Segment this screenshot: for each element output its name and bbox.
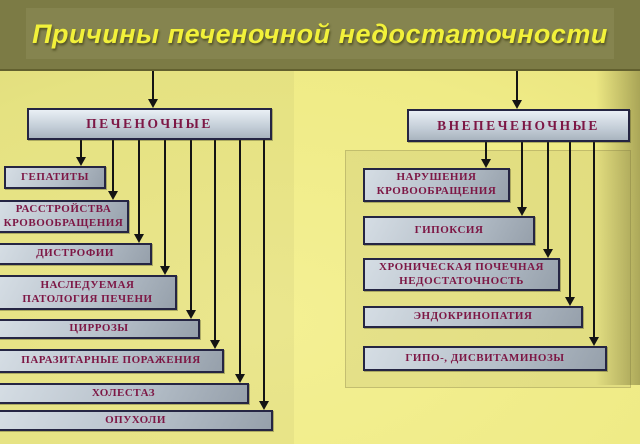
cause-box-hypo-dysvitaminoses: ГИПО-, ДИСВИТАМИНОЗЫ bbox=[363, 346, 607, 371]
cause-label: ЭНДОКРИНОПАТИЯ bbox=[413, 310, 533, 323]
arrow-left-5 bbox=[186, 140, 196, 319]
cause-box-cholestasis: ХОЛЕСТАЗ bbox=[0, 383, 249, 404]
cause-box-hereditary-liver-pathology: НАСЛЕДУЕМАЯ ПАТОЛОГИЯ ПЕЧЕНИ bbox=[0, 275, 177, 310]
left-header-box: ПЕЧЕНОЧНЫЕ bbox=[27, 108, 272, 140]
arrow-left-8 bbox=[259, 140, 269, 410]
arrow-to-left-header bbox=[148, 68, 158, 108]
arrow-left-4 bbox=[160, 140, 170, 275]
title-banner: Причины печеночной недостаточности bbox=[0, 0, 640, 71]
cause-box-tumors: ОПУХОЛИ bbox=[0, 410, 273, 431]
cause-box-hepatitis: ГЕПАТИТЫ bbox=[4, 166, 106, 189]
arrow-left-2 bbox=[108, 140, 118, 200]
cause-label: ДИСТРОФИИ bbox=[36, 247, 114, 260]
title-banner-inner bbox=[26, 8, 614, 59]
arrow-to-right-header bbox=[512, 68, 522, 109]
cause-box-dystrophies: ДИСТРОФИИ bbox=[0, 243, 152, 265]
cause-label: НАСЛЕДУЕМАЯ ПАТОЛОГИЯ ПЕЧЕНИ bbox=[22, 278, 153, 305]
cause-label: ХОЛЕСТАЗ bbox=[91, 386, 156, 399]
cause-label: ГЕПАТИТЫ bbox=[21, 170, 89, 183]
cause-label: ГИПОКСИЯ bbox=[414, 223, 484, 236]
arrow-left-7 bbox=[235, 140, 245, 383]
right-header-box: ВНЕПЕЧЕНОЧНЫЕ bbox=[407, 109, 630, 142]
arrow-right-1 bbox=[481, 142, 491, 168]
cause-box-cirrhosis: ЦИРРОЗЫ bbox=[0, 319, 200, 339]
cause-label: РАССТРОЙСТВА КРОВООБРАЩЕНИЯ bbox=[3, 202, 124, 229]
arrow-right-4 bbox=[565, 142, 575, 306]
arrow-left-6 bbox=[210, 140, 220, 349]
cause-box-circulation-disturbances: НАРУШЕНИЯ КРОВООБРАЩЕНИЯ bbox=[363, 168, 510, 202]
arrow-left-3 bbox=[134, 140, 144, 243]
slide-title: Причины печеночной недостаточности bbox=[32, 19, 608, 49]
cause-label: НАРУШЕНИЯ КРОВООБРАЩЕНИЯ bbox=[376, 171, 497, 197]
cause-label: ГИПО-, ДИСВИТАМИНОЗЫ bbox=[405, 351, 565, 364]
cause-label: ЦИРРОЗЫ bbox=[69, 322, 129, 335]
right-header-label: ВНЕПЕЧЕНОЧНЫЕ bbox=[437, 117, 600, 133]
arrow-left-1 bbox=[76, 140, 86, 166]
left-header-label: ПЕЧЕНОЧНЫЕ bbox=[86, 116, 213, 131]
cause-box-hypoxia: ГИПОКСИЯ bbox=[363, 216, 535, 245]
cause-box-endocrinopathy: ЭНДОКРИНОПАТИЯ bbox=[363, 306, 583, 328]
arrow-right-3 bbox=[543, 142, 553, 258]
cause-box-chronic-renal-failure: ХРОНИЧЕСКАЯ ПОЧЕЧНАЯ НЕДОСТАТОЧНОСТЬ bbox=[363, 258, 560, 291]
cause-label: ПАРАЗИТАРНЫЕ ПОРАЖЕНИЯ bbox=[21, 354, 201, 367]
cause-label: ОПУХОЛИ bbox=[105, 413, 166, 426]
cause-label: ХРОНИЧЕСКАЯ ПОЧЕЧНАЯ НЕДОСТАТОЧНОСТЬ bbox=[379, 260, 544, 287]
cause-box-parasitic-lesions: ПАРАЗИТАРНЫЕ ПОРАЖЕНИЯ bbox=[0, 349, 224, 373]
cause-box-circulatory-disorders: РАССТРОЙСТВА КРОВООБРАЩЕНИЯ bbox=[0, 200, 129, 233]
arrow-right-2 bbox=[517, 142, 527, 216]
arrow-right-5 bbox=[589, 142, 599, 346]
